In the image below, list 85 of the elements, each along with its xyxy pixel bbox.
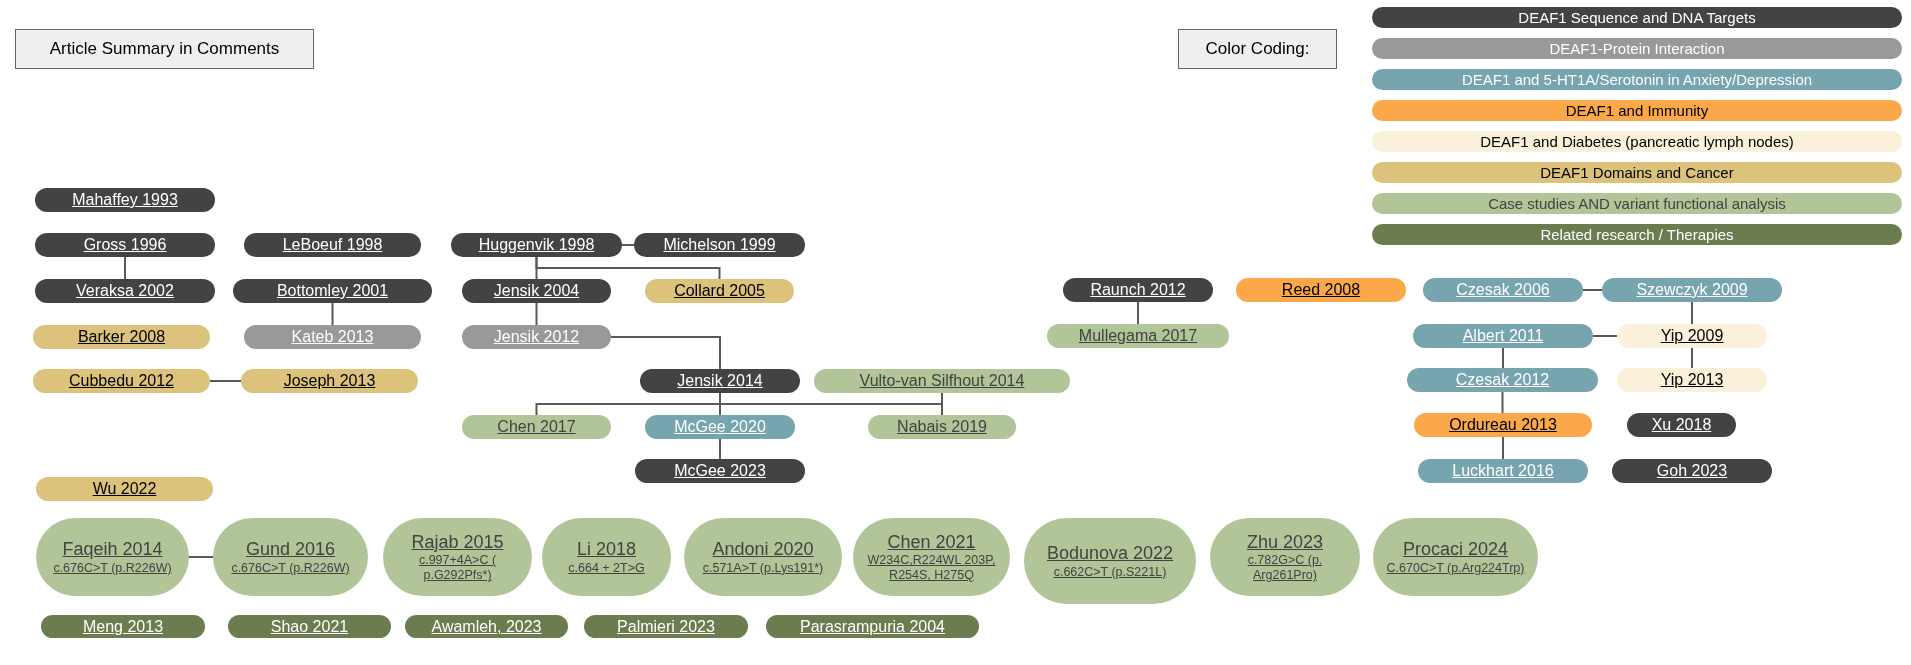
reference-pill: LeBoeuf 1998 [244,233,421,257]
reference-title: Li 2018 [576,538,637,561]
note-box: Color Coding: [1178,29,1337,69]
variant-text: C.670C>T (p.Arg224Trp) [1386,560,1525,576]
connector-line [331,302,334,326]
connector-line [1592,335,1618,337]
variant-text: c.997+4A>C ( p.G292Pfs*) [417,553,498,584]
reference-pill: Luckhart 2016 [1418,459,1588,483]
connector-line [535,302,538,326]
reference-pill: Mahaffey 1993 [35,188,215,212]
variant-text: c.662C>T (p.S221L) [1053,564,1167,580]
connector-line [1691,347,1693,369]
reference-pill: Cubbedu 2012 [33,369,210,393]
reference-pill: Chen 2017 [462,415,611,439]
legend-item: DEAF1 and 5-HT1A/Serotonin in Anxiety/Depression [1372,69,1902,90]
variant-text: c.676C>T (p.R226W) [53,560,172,576]
legend-item: DEAF1 and Immunity [1372,100,1902,121]
connector-line [941,392,943,416]
reference-pill: Parasrampuria 2004 [766,615,979,638]
connector-line [1691,301,1693,325]
reference-pill: Palmieri 2023 [584,615,748,638]
reference-pill: Shao 2021 [228,615,391,638]
reference-pill: Michelson 1999 [634,233,805,257]
connector-line [1502,347,1504,369]
legend-item: Related research / Therapies [1372,224,1902,245]
reference-pill: Czesak 2006 [1423,278,1583,302]
reference-pill: Joseph 2013 [241,369,418,393]
reference-title: Procaci 2024 [1402,538,1509,561]
reference-pill: Goh 2023 [1612,459,1772,483]
variant-text: c.664 + 2T>G [568,560,645,576]
variant-text: c.571A>T (p.Lys191*) [702,560,824,576]
reference-pill: Vulto-van Silfhout 2014 [814,369,1070,393]
reference-pill: McGee 2023 [635,459,805,483]
connector-line [1582,289,1603,291]
variant-text: W234C,R224WL 203P, R254S, H275Q [866,553,997,584]
reference-pill: Kateb 2013 [244,325,421,349]
connector-line [1501,391,1504,414]
legend-item: DEAF1-Protein Interaction [1372,38,1902,59]
connector-line [209,380,242,382]
reference-pill: Jensik 2012 [462,325,611,349]
reference-pill: Jensik 2014 [640,369,800,393]
reference-pill: Ordureau 2013 [1414,413,1592,437]
reference-pill: Veraksa 2002 [35,279,215,303]
reference-title: Rajab 2015 [411,530,504,554]
connector-line [610,336,721,370]
legend-item: DEAF1 Domains and Cancer [1372,162,1902,183]
reference-title: Chen 2021 [887,530,976,554]
variant-text: c.782G>C (p. Arg261Pro) [1246,553,1324,584]
reference-pill: Nabais 2019 [868,415,1016,439]
reference-title: Faqeih 2014 [62,538,163,561]
reference-pill: Czesak 2012 [1407,368,1598,392]
connector-line [1137,301,1139,325]
legend-item: Case studies AND variant functional analysis [1372,193,1902,214]
reference-pill: Wu 2022 [36,477,213,501]
reference-pill: Mullegama 2017 [1047,324,1229,348]
legend-item: DEAF1 Sequence and DNA Targets [1372,7,1902,28]
reference-title: Gund 2016 [245,538,336,561]
reference-pill: Xu 2018 [1627,413,1736,437]
connector-line [719,438,721,460]
reference-pill: Albert 2011 [1413,324,1593,348]
reference-title: Zhu 2023 [1246,530,1324,554]
reference-pill: Yip 2009 [1617,324,1767,348]
connector-line [1502,436,1504,460]
reference-title: Bodunova 2022 [1046,542,1174,565]
reference-pill: Bottomley 2001 [233,279,432,303]
variant-text: c.676C>T (p.R226W) [231,560,350,576]
reference-pill: Yip 2013 [1617,368,1767,392]
legend-item: DEAF1 and Diabetes (pancreatic lymph nodes) [1372,131,1902,152]
reference-pill: Jensik 2004 [462,279,611,303]
reference-pill: Collard 2005 [645,279,794,303]
reference-pill: Huggenvik 1998 [451,233,622,257]
reference-pill: Szewczyk 2009 [1602,278,1782,302]
reference-pill: Gross 1996 [35,233,215,257]
reference-title: Andoni 2020 [712,538,814,561]
reference-pill: Reed 2008 [1236,278,1406,302]
reference-pill: McGee 2020 [645,415,795,439]
reference-pill: Meng 2013 [41,615,205,638]
reference-pill: Awamleh, 2023 [405,615,568,638]
connector-line [621,244,635,246]
reference-pill: Raunch 2012 [1063,278,1213,302]
connector-line [535,256,721,280]
connector-line [124,256,126,280]
note-box: Article Summary in Comments [15,29,314,69]
reference-pill: Barker 2008 [33,325,210,349]
connector-line [188,556,214,558]
